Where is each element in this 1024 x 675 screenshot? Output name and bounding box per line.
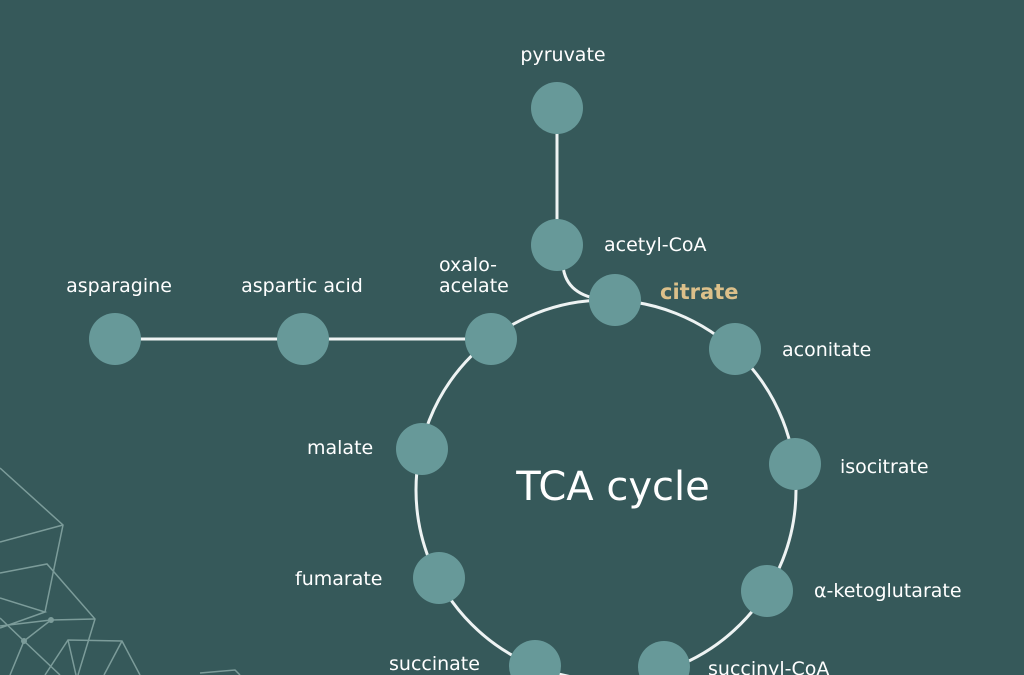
decorative-network [0, 467, 241, 675]
label-isocitrate: isocitrate [840, 456, 929, 478]
node-aspartic-acid[interactable] [277, 313, 329, 365]
diagram-title: TCA cycle [515, 464, 709, 510]
label-aconitate: aconitate [782, 339, 871, 361]
label-pyruvate: pyruvate [520, 44, 605, 66]
label-aspartic-acid: aspartic acid [241, 275, 363, 297]
label-asparagine: asparagine [66, 275, 172, 297]
label-acetyl-coa: acetyl-CoA [604, 234, 707, 256]
node-malate[interactable] [396, 423, 448, 475]
nodes [89, 82, 821, 675]
node-acetyl-coa[interactable] [531, 219, 583, 271]
node-succinyl-coa[interactable] [638, 641, 690, 675]
label-citrate: citrate [660, 280, 739, 304]
label-succinyl-coa: succinyl-CoA [708, 658, 829, 675]
node-ketoglutarate[interactable] [741, 565, 793, 617]
label-oxaloacetate-line2: acelate [439, 275, 509, 297]
labels: TCA cycle pyruvate acetyl-CoA citrate ac… [66, 44, 961, 675]
node-asparagine[interactable] [89, 313, 141, 365]
node-oxaloacetate[interactable] [465, 313, 517, 365]
label-succinate: succinate [389, 653, 480, 675]
node-isocitrate[interactable] [769, 438, 821, 490]
node-succinate[interactable] [509, 640, 561, 675]
node-pyruvate[interactable] [531, 82, 583, 134]
label-ketoglutarate: α-ketoglutarate [814, 580, 962, 602]
node-aconitate[interactable] [709, 323, 761, 375]
label-fumarate: fumarate [295, 568, 382, 590]
label-malate: malate [307, 437, 373, 459]
label-oxaloacetate-line1: oxalo- [439, 254, 497, 276]
node-citrate[interactable] [589, 274, 641, 326]
node-fumarate[interactable] [413, 552, 465, 604]
